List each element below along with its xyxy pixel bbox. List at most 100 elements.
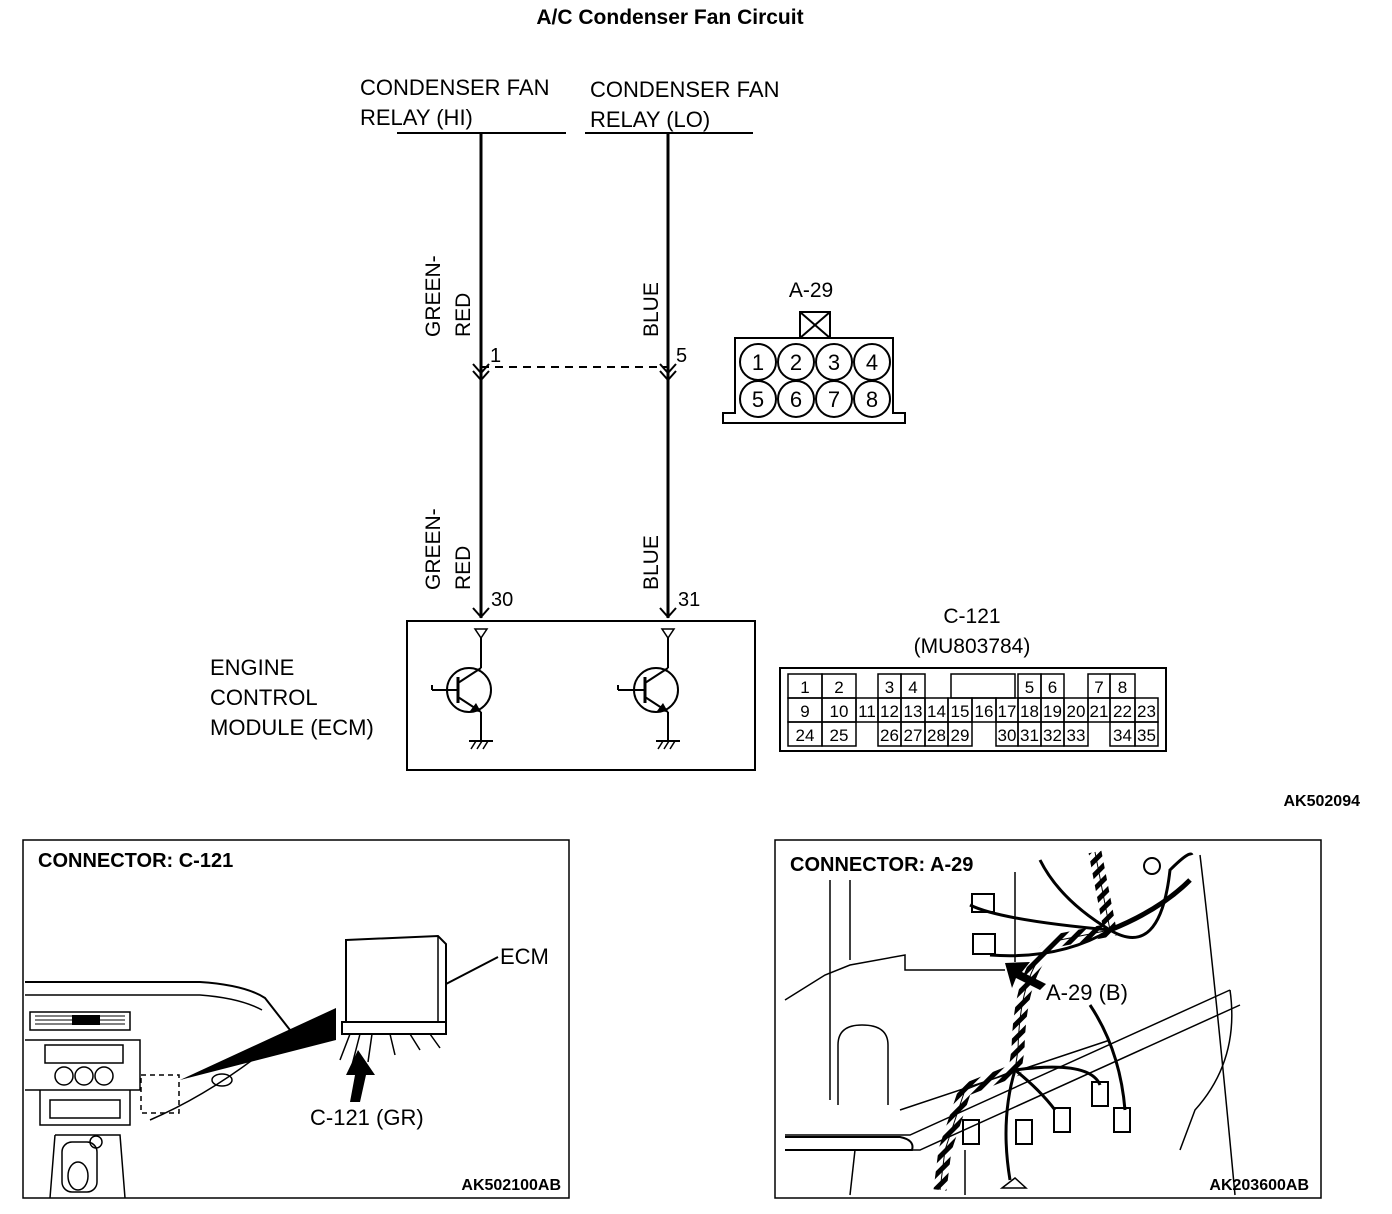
svg-text:RELAY (HI): RELAY (HI) — [360, 105, 473, 130]
panel-left-title: CONNECTOR: C-121 — [38, 850, 233, 872]
c121-callout: C-121 (GR) — [310, 1105, 424, 1130]
a29-pin-circle — [777, 380, 815, 418]
wire-left-color-upper: GREEN- RED — [422, 255, 475, 337]
ecm-box — [406, 620, 756, 771]
c121-pin-number: 1 — [800, 678, 809, 697]
c121-pin-number: 23 — [1137, 702, 1156, 721]
ecm-pin-left: 30 — [491, 589, 513, 611]
c121-pin-number: 22 — [1113, 702, 1132, 721]
relay-hi-label: CONDENSER FAN RELAY (HI) — [360, 75, 566, 134]
ecm-callout: ECM — [500, 944, 549, 969]
svg-text:RELAY (LO): RELAY (LO) — [590, 107, 710, 132]
a29-pin-number: 7 — [828, 387, 840, 412]
c121-pin-number: 5 — [1025, 678, 1034, 697]
transistor-left — [431, 628, 493, 750]
svg-text:GREEN-: GREEN- — [422, 508, 445, 590]
c121-pin-number: 3 — [885, 678, 894, 697]
a29-pin-grid: 1 2 3 4 5 6 7 8 — [739, 343, 891, 418]
c121-pin-number: 8 — [1118, 678, 1127, 697]
c121-pin-number: 14 — [927, 702, 946, 721]
c121-part-number: (MU803784) — [914, 635, 1031, 658]
c121-pin-number: 6 — [1048, 678, 1057, 697]
c121-key-blank — [950, 673, 1016, 699]
c121-pin-number: 9 — [800, 702, 809, 721]
diagram-title: A/C Condenser Fan Circuit — [536, 6, 803, 29]
a29-connector-face: A-29 1 2 3 4 5 6 7 8 — [722, 279, 906, 424]
c121-pin-cell — [821, 721, 857, 747]
panel-left-code: AK502100AB — [461, 1177, 561, 1194]
c121-pin-number: 20 — [1067, 702, 1086, 721]
a29-pin-circle — [853, 380, 891, 418]
c121-pin-number: 27 — [904, 726, 923, 745]
c121-pin-number: 12 — [880, 702, 899, 721]
c121-pin-number: 32 — [1043, 726, 1062, 745]
wire-right-color-upper: BLUE — [640, 282, 663, 337]
c121-pin-number: 10 — [830, 702, 849, 721]
svg-text:CONDENSER FAN: CONDENSER FAN — [360, 75, 549, 100]
svg-text:BLUE: BLUE — [640, 535, 663, 590]
svg-text:RED: RED — [452, 293, 475, 337]
c121-label: C-121 — [943, 605, 1000, 628]
c121-pin-number: 33 — [1067, 726, 1086, 745]
c121-pin-number: 21 — [1090, 702, 1109, 721]
c121-pin-number: 35 — [1137, 726, 1156, 745]
ecm-pin-right: 31 — [678, 589, 700, 611]
a29-label: A-29 — [789, 279, 833, 302]
c121-pin-number: 34 — [1113, 726, 1132, 745]
c121-pin-number: 15 — [951, 702, 970, 721]
chevron-right-upper — [659, 363, 677, 375]
svg-text:GREEN-: GREEN- — [422, 255, 445, 337]
c121-pin-number: 13 — [904, 702, 923, 721]
c121-pin-cell — [1063, 721, 1089, 747]
c121-pin-number: 24 — [796, 726, 815, 745]
wire-left-color-lower: GREEN- RED — [422, 508, 475, 590]
chevron-left-lower — [472, 370, 490, 382]
ecm-label-line3: MODULE (ECM) — [210, 715, 374, 740]
figure-code-top: AK502094 — [1284, 793, 1361, 810]
panel-right-code: AK203600AB — [1209, 1177, 1309, 1194]
chevron-right-lower — [659, 370, 677, 382]
c121-pin-number: 2 — [834, 678, 843, 697]
svg-text:BLUE: BLUE — [640, 282, 663, 337]
transistor-right — [617, 628, 680, 750]
ecm-label-line2: CONTROL — [210, 685, 318, 710]
c121-pin-cell — [1134, 721, 1159, 747]
a29-pin-circle — [815, 380, 853, 418]
wire-right-color-lower: BLUE — [640, 535, 663, 590]
ecm-label-line1: ENGINE — [210, 655, 294, 680]
c121-pin-number: 26 — [880, 726, 899, 745]
svg-text:RED: RED — [452, 546, 475, 590]
a29-pin-number: 8 — [866, 387, 878, 412]
c121-pin-number: 4 — [908, 678, 917, 697]
a29-pin-number: 2 — [790, 350, 802, 375]
ecm-pin-chevron-right — [659, 607, 677, 619]
c121-pin-number: 18 — [1020, 702, 1039, 721]
a29-pin-number: 6 — [790, 387, 802, 412]
c121-pin-number: 11 — [858, 702, 876, 721]
relay-lo-label: CONDENSER FAN RELAY (LO) — [585, 77, 779, 134]
c121-pin-number: 19 — [1043, 702, 1062, 721]
svg-text:CONDENSER FAN: CONDENSER FAN — [590, 77, 779, 102]
c121-pin-number: 28 — [927, 726, 946, 745]
c121-pin-number: 31 — [1020, 726, 1039, 745]
c121-pin-number: 30 — [998, 726, 1017, 745]
c121-pin-number: 17 — [998, 702, 1017, 721]
panel-c121-location: CONNECTOR: C-121 AK502100AB ECM C-121 — [22, 839, 570, 1199]
c121-pin-number: 29 — [951, 726, 970, 745]
c121-pin-number: 25 — [830, 726, 849, 745]
a29-pin-number: 4 — [866, 350, 878, 375]
a29-pin-number: 3 — [828, 350, 840, 375]
a29-pin-number: 1 — [752, 350, 764, 375]
a29-pin-right: 5 — [676, 345, 687, 367]
a29-pin-number: 5 — [752, 387, 764, 412]
a29-pin-left: 1 — [490, 345, 501, 367]
panel-right-title: CONNECTOR: A-29 — [790, 854, 973, 876]
c121-pin-cell — [947, 721, 973, 747]
ecm-pin-chevron-left — [472, 607, 490, 619]
panel-a29-location: CONNECTOR: A-29 AK203600AB — [774, 839, 1322, 1199]
c121-pin-number: 16 — [975, 702, 994, 721]
a29-pin-circle — [739, 380, 777, 418]
